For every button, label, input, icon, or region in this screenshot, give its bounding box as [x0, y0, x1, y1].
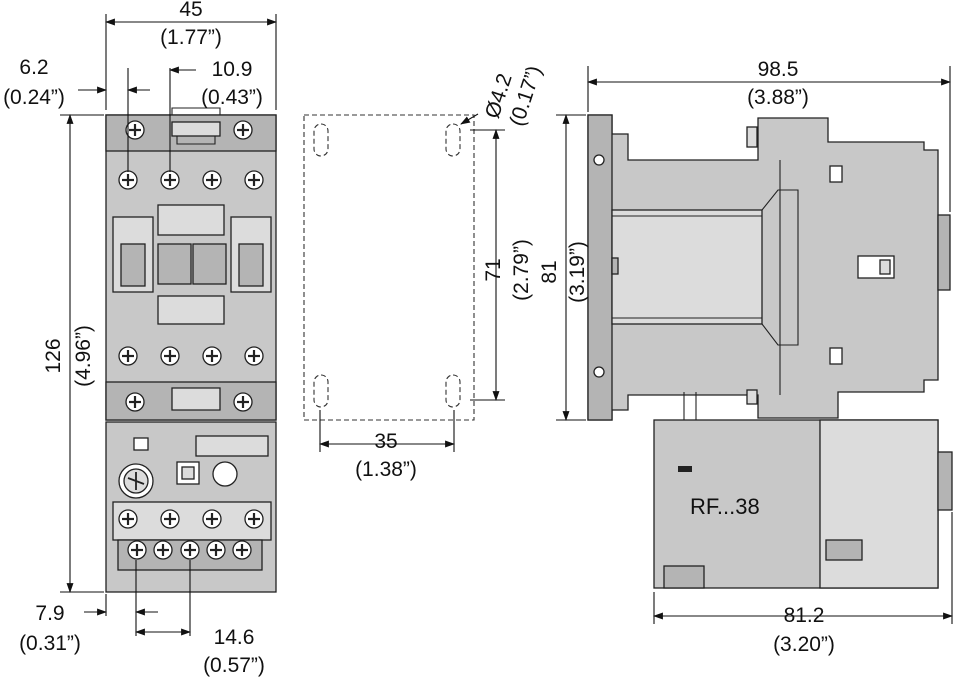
dim-height-126: 126 [42, 338, 65, 373]
dim-pitch-14-6: 14.6 [214, 626, 255, 649]
dim-bottom-7-9: 7.9 [35, 602, 64, 625]
dim-height-126-in: (4.96”) [72, 325, 95, 387]
dim-relay-depth-81-2-in: (3.20”) [773, 633, 835, 656]
dim-pitch-14-6-in: (0.57”) [203, 654, 265, 677]
mounting-template [303, 113, 505, 452]
front-view-dimensions [60, 14, 277, 636]
dim-pitch-10-9: 10.9 [212, 58, 253, 81]
dim-hole-dia-in: (0.17”) [505, 63, 546, 129]
dim-relay-depth-81-2: 81.2 [784, 604, 825, 627]
dim-pitch-10-9-in: (0.43”) [201, 86, 263, 109]
dim-depth-98-5: 98.5 [758, 58, 799, 81]
dim-vertical-71: 71 [482, 258, 505, 281]
dim-offset-6-2: 6.2 [19, 56, 48, 79]
front-view-overload-relay [105, 421, 277, 593]
dim-offset-6-2-in: (0.24”) [3, 86, 65, 109]
dim-horizontal-35: 35 [374, 430, 397, 453]
dim-bottom-7-9-in: (0.31”) [19, 632, 81, 655]
side-view-contactor [587, 114, 951, 421]
dim-height-81: 81 [538, 260, 561, 283]
dim-depth-98-5-in: (3.88”) [747, 86, 809, 109]
side-view-dimensions [556, 66, 953, 624]
side-view-overload-relay [653, 392, 953, 589]
dim-width-45: 45 [179, 0, 202, 21]
dim-height-81-in: (3.19”) [566, 241, 589, 303]
relay-label: RF...38 [690, 494, 760, 519]
dim-horizontal-35-in: (1.38”) [355, 458, 417, 481]
front-view-contactor [105, 107, 277, 421]
dim-vertical-71-in: (2.79”) [510, 239, 533, 301]
dim-width-45-in: (1.77”) [160, 26, 222, 49]
